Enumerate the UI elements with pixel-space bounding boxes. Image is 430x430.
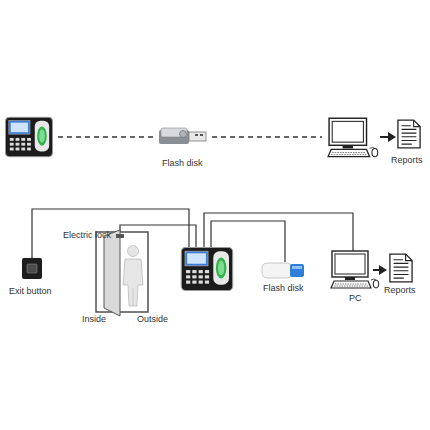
side-label: Inside [82, 315, 106, 325]
device-label: Flash disk [162, 159, 203, 169]
device-label: Flash disk [263, 284, 304, 294]
device-label: Exit button [9, 287, 52, 297]
flash-disk [262, 263, 304, 278]
device-label: PC [349, 294, 362, 304]
exit-button [22, 258, 42, 279]
side-label: Outside [137, 315, 168, 325]
part-label: Electric lock [63, 231, 111, 241]
door [96, 230, 148, 316]
device-label: Reports [391, 156, 423, 166]
flash-disk [159, 128, 206, 144]
device-label: Reports [384, 286, 416, 296]
